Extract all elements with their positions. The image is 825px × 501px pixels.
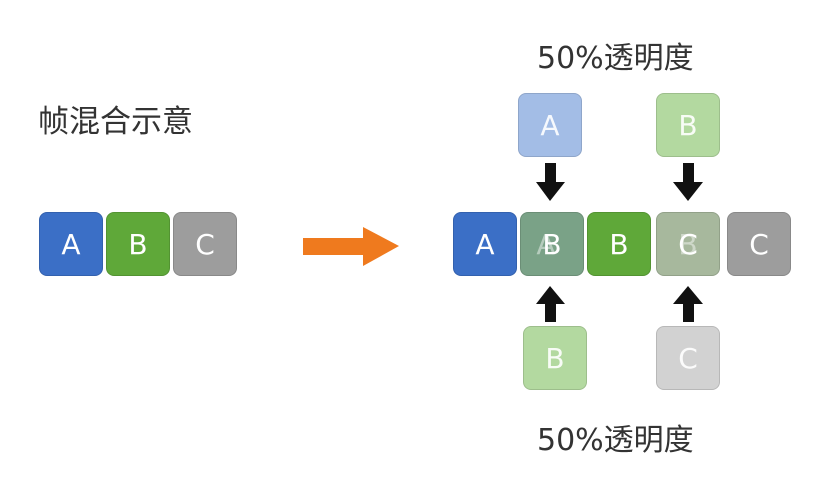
bottom-source-c: C (656, 326, 720, 390)
input-frame-a: A (39, 212, 103, 276)
input-frame-b: B (106, 212, 170, 276)
up-arrow-right (673, 286, 703, 322)
input-frame-c: C (173, 212, 237, 276)
bottom-source-c-label: C (678, 341, 698, 375)
output-frame-2-blend: A B (520, 212, 584, 276)
output-frame-4-blend: B C (656, 212, 720, 276)
input-frame-c-label: C (195, 227, 215, 261)
down-arrow-left (536, 163, 565, 201)
up-arrow-left (536, 286, 565, 322)
top-source-a: A (518, 93, 582, 157)
orange-transform-arrow (303, 227, 399, 266)
output-frame-1: A (453, 212, 517, 276)
opacity-label-top: 50%透明度 (537, 41, 694, 76)
top-source-b: B (656, 93, 720, 157)
top-source-b-label: B (678, 108, 698, 142)
opacity-label-bottom: 50%透明度 (537, 423, 694, 458)
page-title: 帧混合示意 (38, 104, 193, 140)
output-frame-3: B (587, 212, 651, 276)
output-frame-5: C (727, 212, 791, 276)
bottom-source-b: B (523, 326, 587, 390)
output-frame-2-label: B (542, 227, 562, 261)
down-arrow-right (673, 163, 703, 201)
ghost-label-a: A (536, 227, 556, 261)
ghost-label-b: B (678, 227, 698, 261)
output-frame-4-label: C (678, 227, 698, 261)
top-source-a-label: A (540, 108, 560, 142)
output-frame-1-label: A (475, 227, 495, 261)
output-frame-5-label: C (749, 227, 769, 261)
output-frame-3-label: B (609, 227, 629, 261)
bottom-source-b-label: B (545, 341, 565, 375)
input-frame-a-label: A (61, 227, 81, 261)
input-frame-b-label: B (128, 227, 148, 261)
